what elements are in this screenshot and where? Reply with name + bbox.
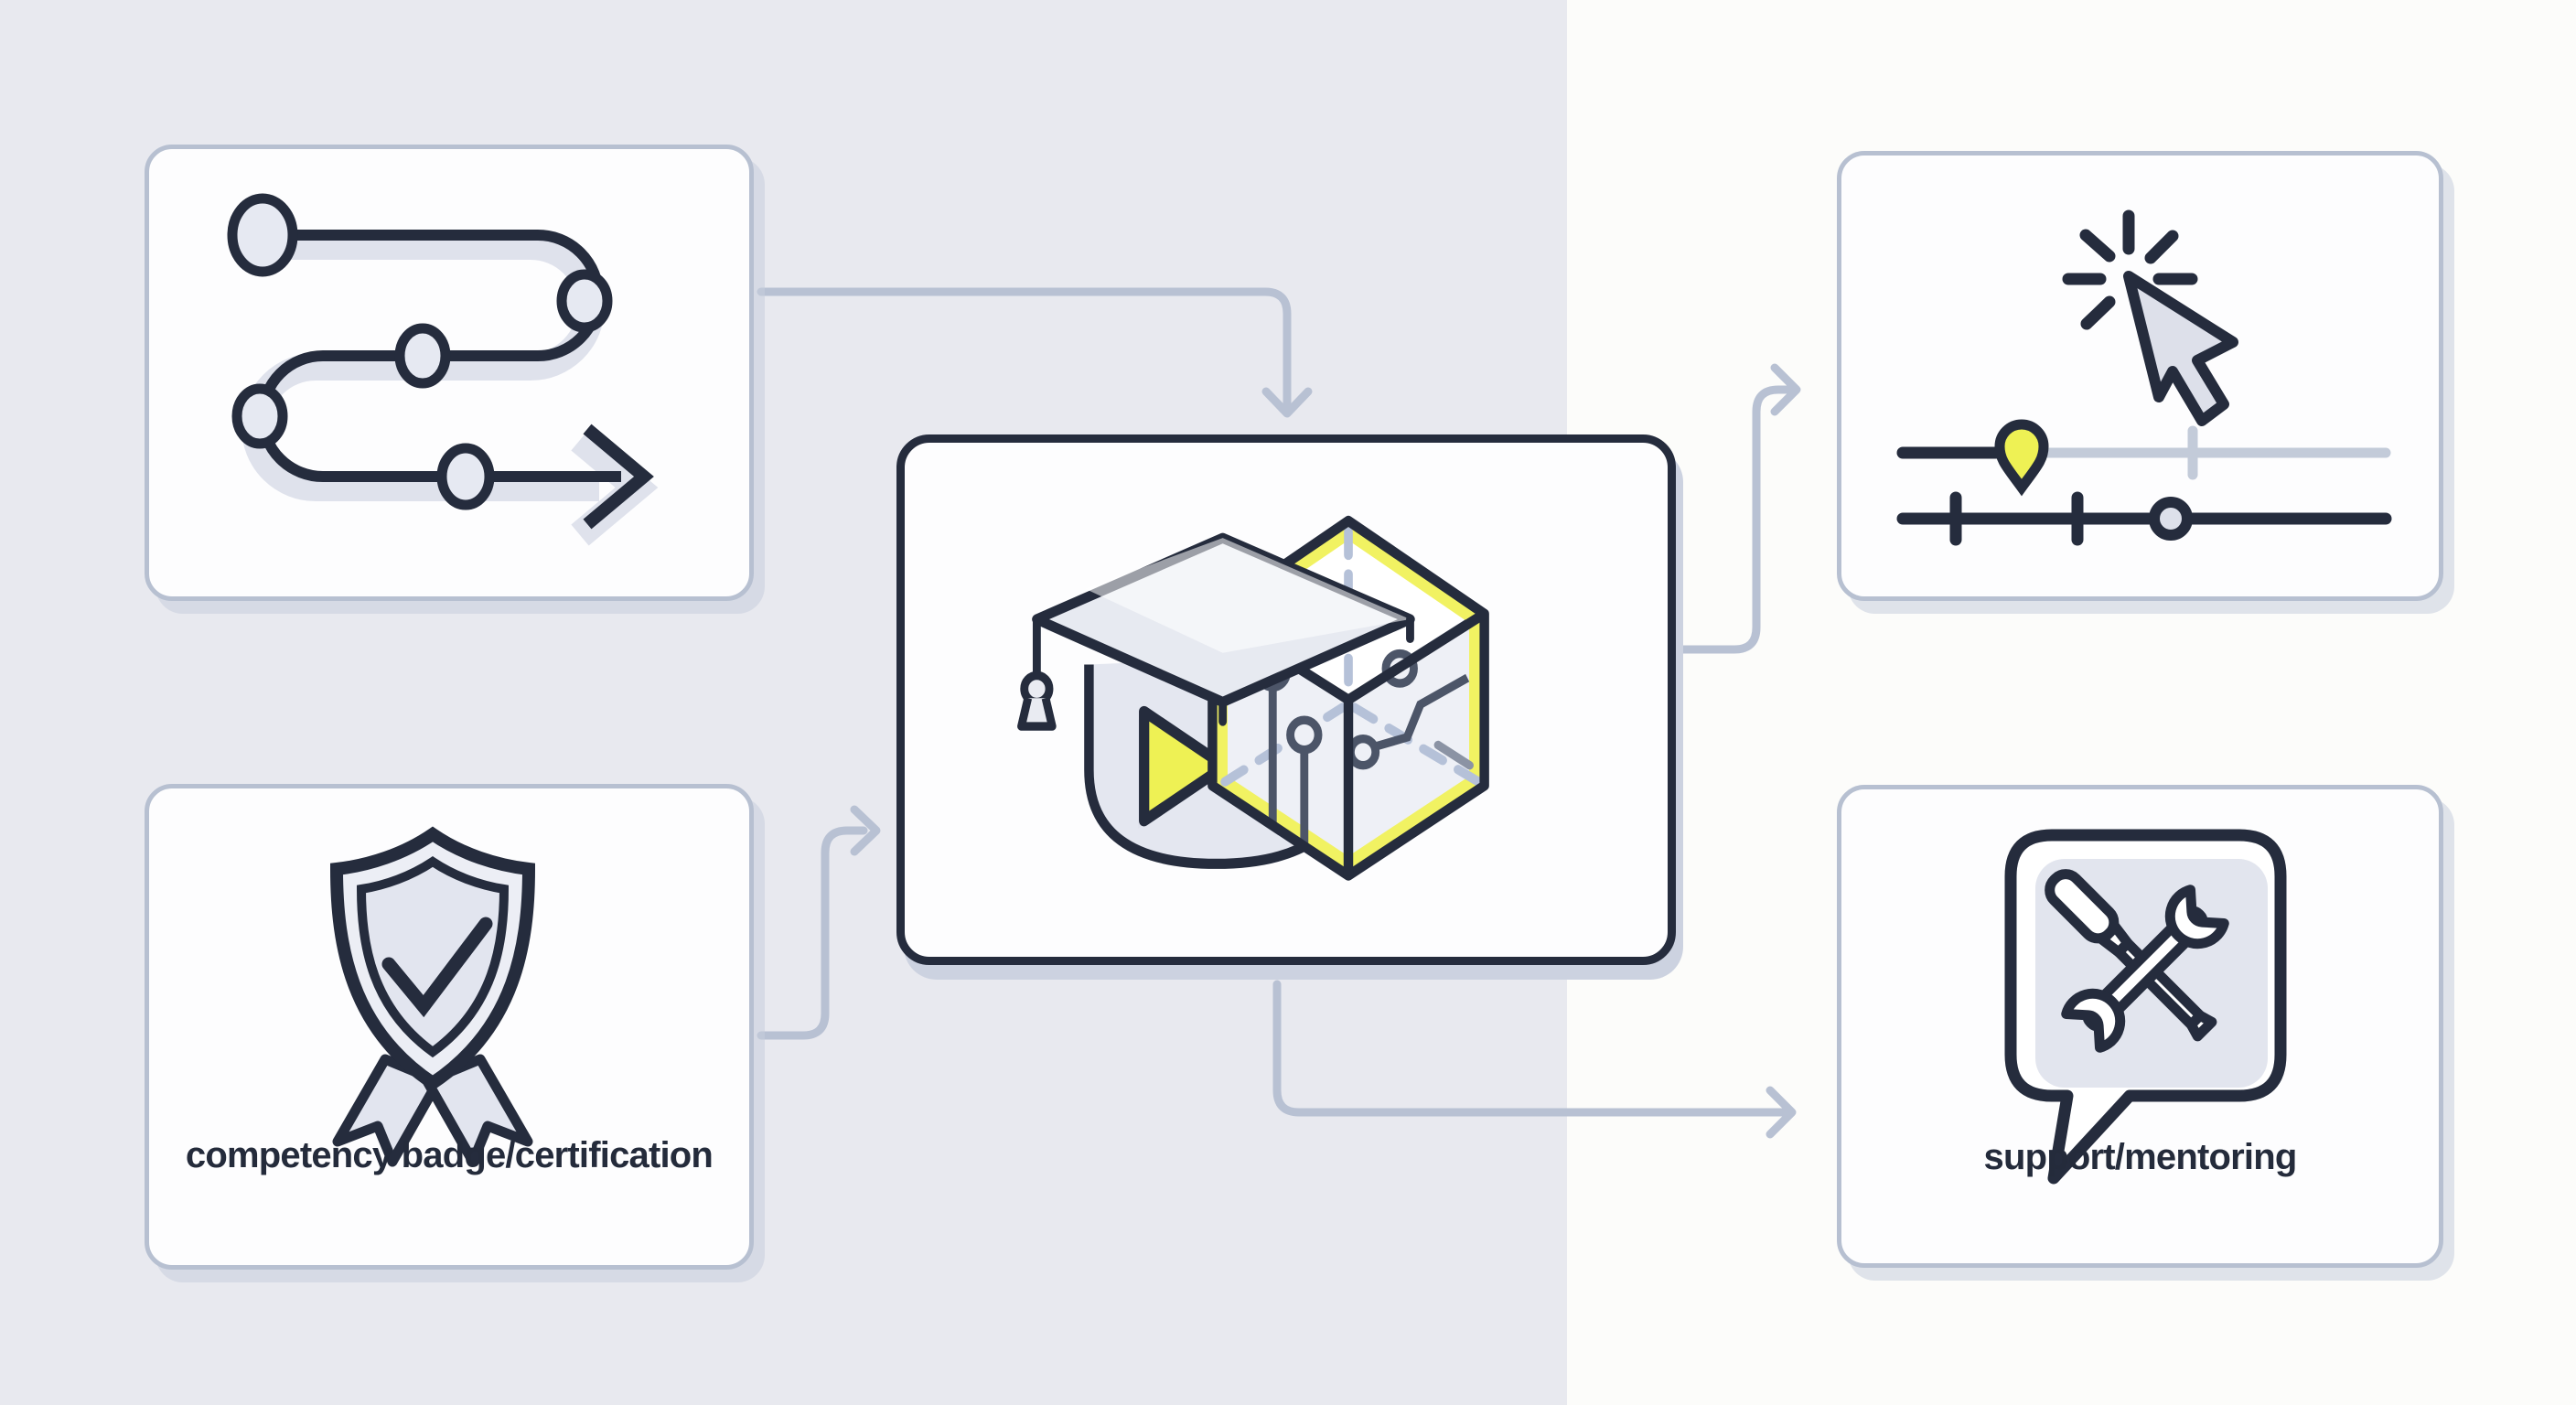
speech-bubble-outline xyxy=(2004,829,2287,1185)
slider-handle xyxy=(2149,497,2193,541)
cube-dashed-bottom-right xyxy=(1349,702,1484,787)
node-interaction xyxy=(1837,151,2443,601)
node-support: support/mentoring xyxy=(1837,785,2443,1268)
node-competency-badge: competency badge/certification xyxy=(145,784,754,1270)
graduation-cap-play-circuit-cube-icon xyxy=(1017,515,1489,881)
winding-path-milestones-arrow-icon xyxy=(227,193,659,546)
pin-marker-icon xyxy=(1994,419,2049,497)
support-label: support/mentoring xyxy=(1983,1137,2298,1177)
shield-inner xyxy=(356,855,510,1058)
cube-gray-edge xyxy=(1433,740,1474,770)
milestone-dot xyxy=(227,193,298,277)
tassel xyxy=(1017,619,1057,731)
milestone-dot xyxy=(436,443,495,510)
node-learning-path xyxy=(145,145,754,601)
milestone-dot xyxy=(231,383,288,449)
path-arrowhead-icon xyxy=(583,424,654,530)
milestone-dot xyxy=(556,269,613,333)
circuit-node xyxy=(1346,734,1380,770)
checkmark-icon xyxy=(381,917,493,1018)
play-icon xyxy=(1139,705,1230,827)
cube-dashed-bottom-left xyxy=(1220,702,1347,787)
slider-top xyxy=(1896,419,2391,497)
speech-bubble-tools-icon xyxy=(2004,829,2287,1185)
node-learning-core xyxy=(896,434,1676,965)
competency-label: competency badge/certification xyxy=(185,1135,714,1175)
milestone-dot xyxy=(394,323,451,389)
click-rays xyxy=(2062,209,2198,330)
wrench-icon xyxy=(2061,885,2229,1053)
slider-bottom xyxy=(1896,491,2392,546)
shield-check-ribbon-icon xyxy=(329,826,536,1167)
cursor-click-sliders-icon xyxy=(1896,209,2392,546)
cursor-icon xyxy=(2123,271,2238,426)
circuit-node xyxy=(1286,715,1323,755)
